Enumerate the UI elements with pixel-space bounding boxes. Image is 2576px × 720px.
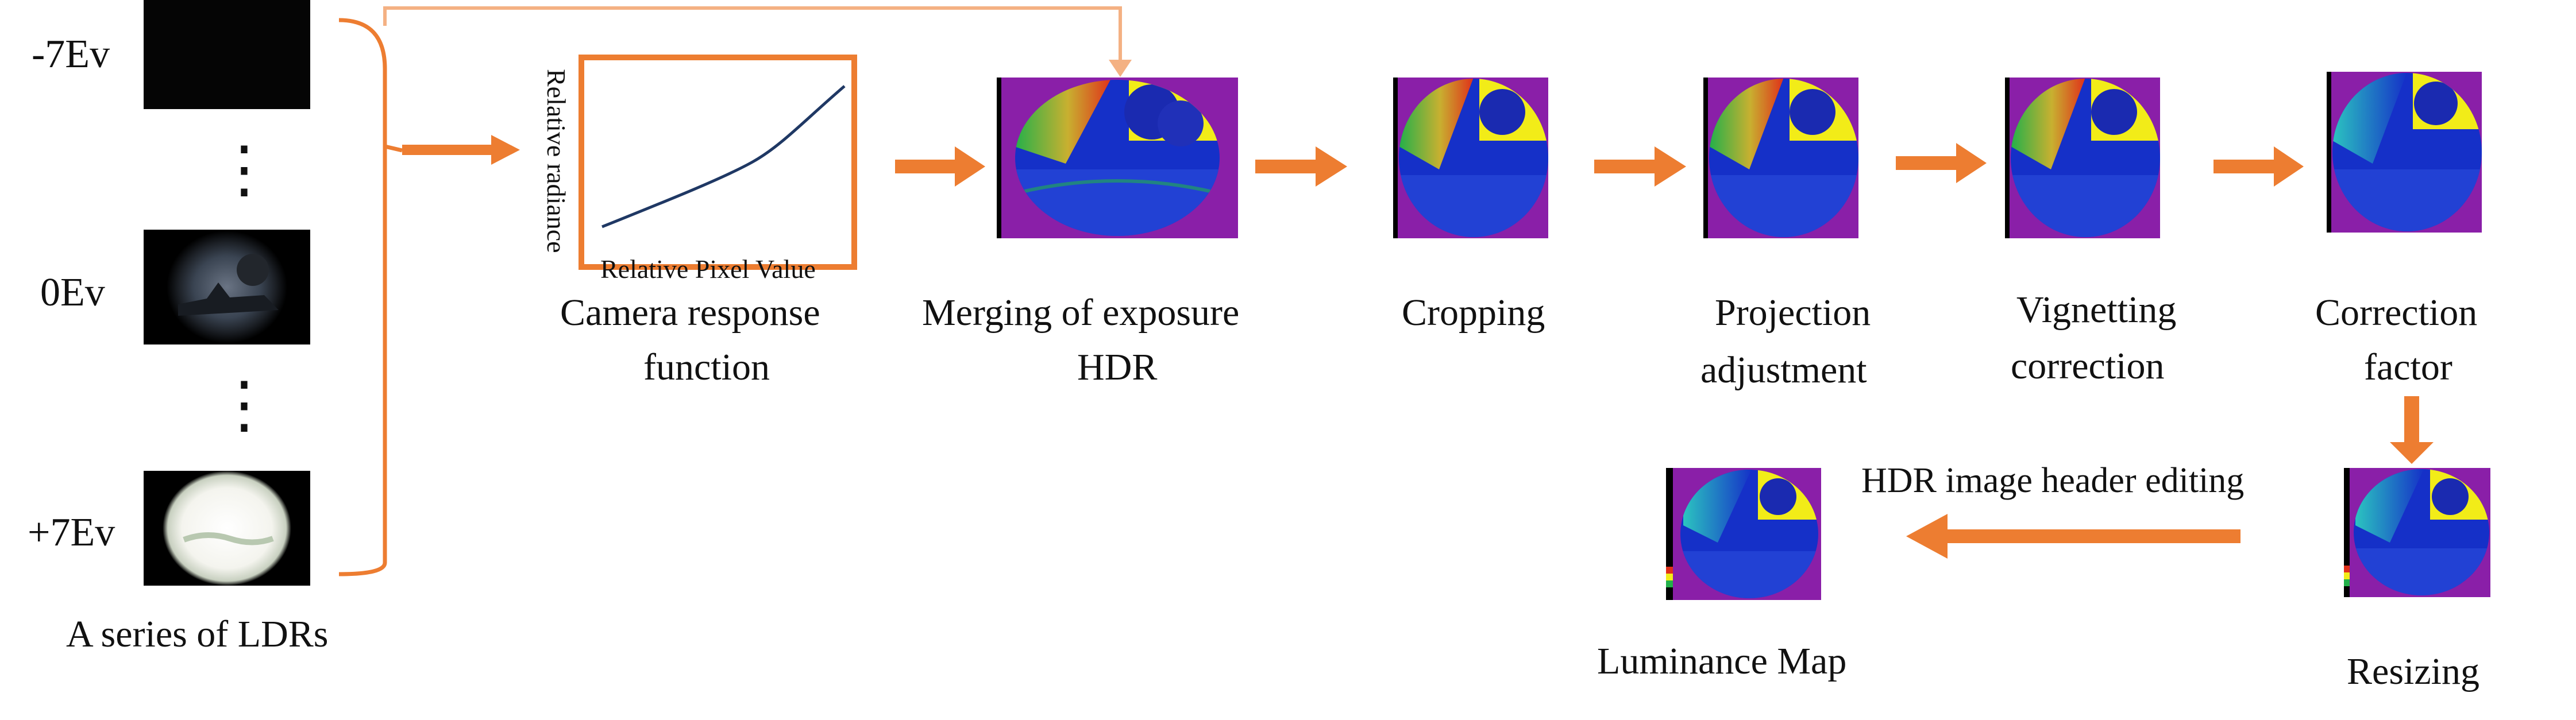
vignetting-caption-line2: correction [2011, 345, 2165, 387]
ldr-label-0: 0Ev [40, 270, 105, 315]
correction-caption-line1: Correction [2315, 292, 2478, 334]
ldr-dots-lower: ⋮ [213, 370, 276, 440]
projection-caption-line1: Projection [1715, 292, 1871, 334]
ldr-to-crf-arrow-shaft [402, 145, 494, 155]
crop-hdr-image [1393, 78, 1548, 238]
luminance-map-image [1666, 468, 1821, 600]
vignetting-caption-line1: Vignetting [2016, 289, 2177, 331]
resizing-caption: Resizing [2347, 651, 2479, 692]
arrow-crf-to-merge [955, 146, 985, 187]
arrow-crop-to-proj [1655, 146, 1686, 187]
projection-hdr-image [1703, 78, 1858, 238]
resizing-hdr-image [2344, 468, 2490, 597]
ldr-series-label: A series of LDRs [66, 613, 329, 655]
crf-y-axis-label: Relative radiance [542, 68, 571, 253]
crop-caption: Cropping [1402, 292, 1545, 334]
crf-caption-line1: Camera response [560, 292, 820, 334]
arrow-corr-to-resize-shaft [2404, 396, 2419, 448]
arrow-corr-to-resize [2390, 442, 2434, 464]
vignetting-hdr-image [2005, 78, 2160, 238]
ldr-image-minus7 [144, 0, 310, 109]
ldr-bracket [338, 18, 387, 576]
arrow-proj-to-vig [1956, 143, 1987, 183]
merge-caption-line1: Merging of exposure [922, 292, 1240, 334]
ldr-to-crf-arrowhead [491, 135, 520, 165]
arrow-merge-to-crop [1316, 146, 1347, 187]
merge-hdr-image [997, 78, 1238, 238]
crf-curve [601, 85, 846, 229]
arrow-vig-to-corr [2274, 146, 2304, 187]
ldr-dots-upper: ⋮ [213, 134, 276, 204]
projection-caption-line2: adjustment [1700, 349, 1867, 391]
crf-caption-line2: function [643, 346, 770, 388]
header-editing-caption: HDR image header editing [1861, 461, 2245, 500]
luminance-caption: Luminance Map [1597, 640, 1847, 682]
correction-caption-line2: factor [2364, 346, 2452, 388]
ldr-image-plus7 [144, 471, 310, 586]
ldr-image-0 [144, 230, 310, 344]
correction-hdr-image [2327, 72, 2482, 233]
ldr-label-plus7: +7Ev [28, 510, 115, 555]
ldr-to-merge-arrowhead [1109, 60, 1132, 77]
ldr-label-minus7: -7Ev [32, 32, 110, 76]
crf-plot-frame [579, 55, 857, 270]
crf-x-axis-label: Relative Pixel Value [600, 254, 816, 284]
ldr-to-merge-line [383, 6, 1122, 62]
arrow-resize-to-lum [1906, 514, 1948, 559]
merge-caption-line2: HDR [1077, 346, 1158, 388]
arrow-resize-to-lum-shaft [1942, 529, 2240, 543]
